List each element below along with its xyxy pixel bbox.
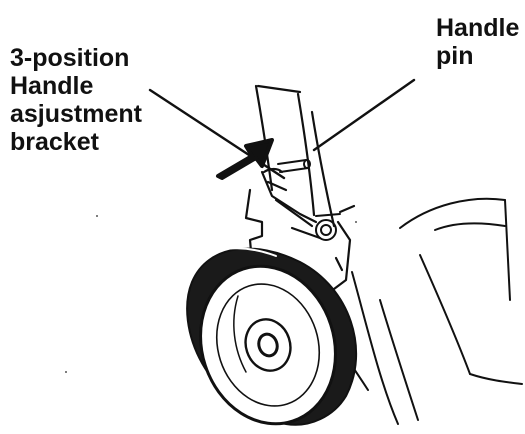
bracket-label-line-2: Handle [10, 72, 94, 100]
scan-specks [65, 215, 357, 373]
indicator-arrow [216, 138, 274, 180]
pivot-bolt [315, 213, 341, 241]
bracket-label-line-3: asjustment [10, 100, 142, 128]
bracket-label-line-1: 3-position [10, 44, 130, 72]
handle-pin [277, 159, 311, 173]
pin-label-line-1: Handle [436, 14, 520, 42]
pin-leader-line [312, 78, 416, 152]
mower-deck [329, 197, 523, 425]
bracket-callout-label: 3-position Handle asjustment bracket [10, 44, 142, 156]
pin-label-line-2: pin [436, 42, 474, 70]
bracket-label-line-4: bracket [10, 128, 99, 156]
wheel [186, 247, 358, 426]
pin-callout-label: Handle pin [436, 14, 519, 70]
